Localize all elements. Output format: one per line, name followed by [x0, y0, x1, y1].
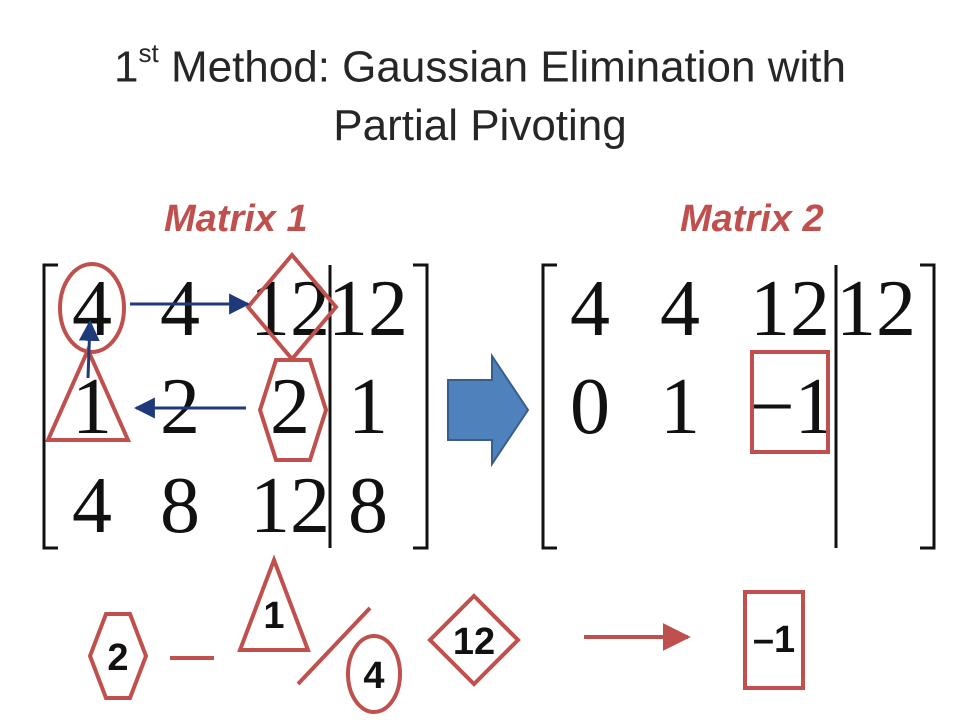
arrow-up-icon — [78, 319, 100, 379]
pivot-circle-highlight — [58, 262, 126, 354]
m1-r2-c3: 2 — [270, 363, 310, 451]
calc-circle-value: 4 — [363, 655, 384, 697]
m1-r2-c1: 1 — [72, 363, 112, 451]
calc-hexagon-value: 2 — [107, 637, 128, 679]
m2-r1-c4: 12 — [836, 265, 916, 353]
m2-r2-c3: −1 — [749, 363, 834, 451]
block-arrow-icon — [447, 352, 530, 468]
calc-triangle — [237, 554, 311, 652]
title-line1: Method: Gaussian Elimination with — [158, 42, 846, 92]
calc-circle — [346, 634, 402, 714]
title-superscript: st — [138, 38, 159, 68]
m1-r3-c1: 4 — [72, 462, 112, 550]
hexagon-highlight — [257, 358, 329, 462]
m1-r1-c2: 4 — [160, 265, 200, 353]
matrix1-entries: 4 4 12 12 1 2 2 1 4 8 12 8 — [72, 265, 408, 550]
matrix2-entries: 4 4 12 12 0 1 −1 — [570, 265, 916, 451]
m2-r1-c1: 4 — [570, 265, 610, 353]
m2-r2-c1: 0 — [570, 363, 610, 451]
m1-r3-c2: 8 — [160, 462, 200, 550]
calc-result-value: –1 — [753, 619, 795, 661]
matrix2-brackets — [541, 263, 936, 550]
result-square-highlight — [750, 350, 830, 454]
slide-title: 1st Method: Gaussian Elimination with Pa… — [0, 28, 960, 155]
m1-r3-c3: 12 — [250, 462, 330, 550]
calc-hexagon — [87, 612, 149, 700]
calc-diamond-value: 12 — [453, 621, 495, 663]
title-line2: Partial Pivoting — [333, 100, 627, 150]
multiplier-triangle-highlight — [44, 345, 132, 442]
m1-r1-c1: 4 — [72, 265, 112, 353]
title-prefix: 1 — [114, 42, 139, 92]
m2-r2-c2: 1 — [660, 363, 700, 451]
calc-result-square — [743, 590, 805, 690]
m1-r2-c4: 1 — [348, 363, 388, 451]
matrix1-label: Matrix 1 — [164, 198, 308, 240]
m1-r1-c3: 12 — [250, 265, 330, 353]
m1-r1-c4: 12 — [328, 265, 408, 353]
calc-triangle-value: 1 — [263, 595, 284, 637]
matrix2-label: Matrix 2 — [680, 198, 824, 240]
m2-r1-c3: 12 — [750, 265, 830, 353]
calc-division-slash — [296, 606, 372, 686]
m1-r3-c4: 8 — [348, 462, 388, 550]
calc-diamond — [427, 593, 521, 687]
m2-r1-c2: 4 — [660, 265, 700, 353]
